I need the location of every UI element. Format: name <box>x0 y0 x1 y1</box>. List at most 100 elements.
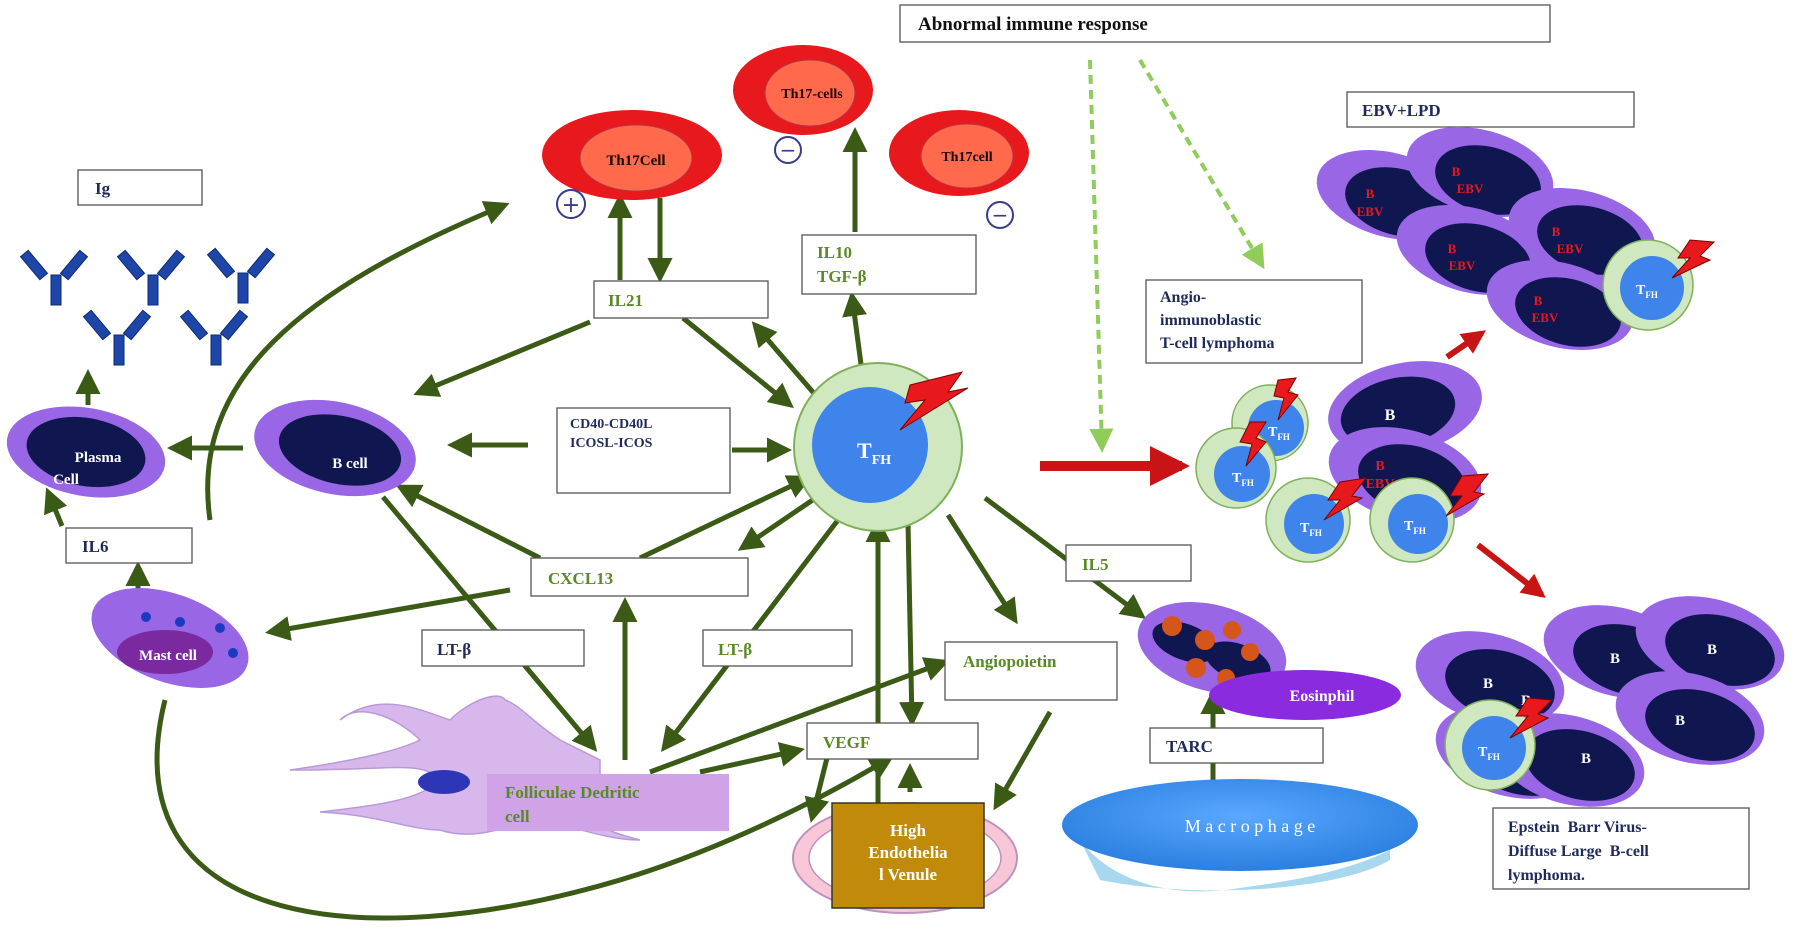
aitl-cluster: B TFH TFH B EBV TFH TFH <box>1195 361 1490 563</box>
lightning-icon <box>1671 239 1716 279</box>
minus-sign-right: − <box>986 201 1014 229</box>
svg-text:TFH: TFH <box>1232 471 1254 488</box>
svg-text:IL5: IL5 <box>1082 555 1108 574</box>
svg-text:EBV: EBV <box>1449 258 1476 273</box>
lt-beta-box-left: LT-β <box>421 629 585 667</box>
arrows <box>44 127 1226 921</box>
arrow-fdc-to-angiopoietin <box>649 657 950 775</box>
svg-text:Epstein Barr Virus-: Epstein Barr Virus- <box>1508 819 1647 836</box>
tarc-box: TARC <box>1149 727 1324 764</box>
svg-text:Th17-cells: Th17-cells <box>781 87 843 102</box>
svg-text:cell: cell <box>505 807 530 826</box>
svg-text:Endothelia: Endothelia <box>868 843 948 862</box>
svg-text:EBV: EBV <box>1532 310 1559 325</box>
svg-text:B: B <box>1483 676 1493 692</box>
svg-text:l Venule: l Venule <box>879 865 938 884</box>
high-endothelial-venule: High Endothelia l Venule <box>792 802 1018 914</box>
svg-text:B: B <box>1707 642 1717 658</box>
plasma-cell: Plasma Cell <box>6 406 166 498</box>
arrow-mast-to-vegf <box>154 699 895 921</box>
svg-text:M a c r o p h a g e: M a c r o p h a g e <box>1185 816 1315 836</box>
dashed-arrow-to-aitl-center <box>1088 59 1114 453</box>
antibody-icon <box>19 249 89 306</box>
lightning-icon <box>1509 697 1554 739</box>
ebv-dlbcl-box: Epstein Barr Virus- Diffuse Large B-cell… <box>1492 807 1750 890</box>
svg-text:TFH: TFH <box>1300 521 1322 538</box>
ebv-dlbcl-cluster: B B B B B B TFH <box>1415 596 1785 807</box>
lt-beta-box-right: LT-β <box>702 629 853 667</box>
svg-text:B: B <box>1452 164 1461 179</box>
title-box: Abnormal immune response <box>899 4 1551 43</box>
th17-cell-center: Th17Cell <box>542 110 722 200</box>
lightning-icon <box>1445 473 1490 517</box>
svg-text:B: B <box>1375 459 1384 474</box>
arrow-tfh-to-il21 <box>751 321 820 400</box>
tfh-cell: TFH <box>1444 697 1554 791</box>
svg-text:CD40-CD40L: CD40-CD40L <box>570 417 652 432</box>
svg-text:immunoblastic: immunoblastic <box>1160 312 1261 329</box>
page-title: Abnormal immune response <box>918 14 1148 35</box>
svg-text:IL21: IL21 <box>608 291 643 310</box>
th17-cell-right: Th17cell <box>889 110 1029 196</box>
aitl-box: Angio- immunoblastic T-cell lymphoma <box>1145 279 1363 364</box>
svg-text:EBV+LPD: EBV+LPD <box>1362 101 1441 120</box>
red-arrow-aitl-to-ebvlpd <box>1445 330 1486 360</box>
arrow-il21-to-bcell <box>413 319 591 397</box>
arrow-tfh-to-angiopoietin <box>945 513 1018 625</box>
svg-text:T-cell lymphoma: T-cell lymphoma <box>1160 335 1275 352</box>
cd40-icos-box: CD40-CD40L ICOSL-ICOS <box>556 407 731 494</box>
svg-text:B: B <box>1675 713 1685 729</box>
svg-text:TFH: TFH <box>857 438 891 468</box>
b-cell-ebv: B EBV <box>1486 260 1634 350</box>
tfh-cell-main: TFH <box>793 362 969 532</box>
tfh-cell: TFH <box>1602 239 1716 331</box>
svg-text:Diffuse Large B-cell: Diffuse Large B-cell <box>1508 843 1649 860</box>
tfh-cell: TFH <box>1195 421 1277 509</box>
svg-text:−: − <box>992 203 1009 227</box>
minus-sign-top: − <box>774 136 802 164</box>
svg-text:TFH: TFH <box>1478 745 1500 762</box>
svg-text:B: B <box>1581 751 1591 767</box>
svg-text:Cell: Cell <box>53 472 79 488</box>
svg-text:High: High <box>890 821 926 840</box>
il10-tgf-box: IL10 TGF-β <box>801 234 977 295</box>
arrow-il6-to-plasma <box>44 487 68 527</box>
cxcl13-box: CXCL13 <box>530 557 749 597</box>
arrow-fdc-to-vegf <box>699 742 805 775</box>
svg-text:B: B <box>1610 651 1620 667</box>
svg-text:B: B <box>1552 224 1561 239</box>
svg-text:Ig: Ig <box>95 179 111 198</box>
svg-text:−: − <box>780 138 797 162</box>
svg-text:VEGF: VEGF <box>823 733 870 752</box>
arrow-angiopoietin-to-hev <box>993 710 1053 811</box>
arrow-il21-to-tfh <box>681 316 794 409</box>
svg-text:TFH: TFH <box>1268 425 1290 442</box>
svg-text:Eosinphil: Eosinphil <box>1290 688 1355 705</box>
arrow-tfh-to-vegf <box>899 521 925 727</box>
svg-text:IL6: IL6 <box>82 537 108 556</box>
svg-text:+: + <box>562 193 580 218</box>
dashed-arrow-to-aitl <box>1138 58 1265 270</box>
svg-text:Th17cell: Th17cell <box>941 150 992 165</box>
vegf-box: VEGF <box>806 722 979 760</box>
th17-cell-top: Th17-cells <box>733 45 873 135</box>
svg-text:TFH: TFH <box>1404 519 1426 536</box>
arrow-vegf-to-hev <box>804 753 831 823</box>
svg-text:IL10: IL10 <box>817 243 852 262</box>
svg-text:LT-β: LT-β <box>437 640 471 659</box>
svg-text:B cell: B cell <box>332 456 367 472</box>
arrow-cxcl13-to-bcell <box>395 484 542 561</box>
antibody-icon <box>179 309 249 366</box>
svg-text:EBV: EBV <box>1557 241 1584 256</box>
svg-text:B: B <box>1534 293 1543 308</box>
lightning-icon <box>899 371 969 431</box>
svg-text:Th17Cell: Th17Cell <box>606 153 665 169</box>
mast-cell: Mast cell <box>91 588 249 688</box>
lightning-icon <box>1273 377 1299 421</box>
il5-box: IL5 <box>1065 544 1192 582</box>
b-cell: B cell <box>254 399 416 497</box>
svg-text:LT-β: LT-β <box>718 640 752 659</box>
arrow-bcell-to-fdc <box>381 495 598 752</box>
dashed-arrows <box>1088 58 1265 453</box>
